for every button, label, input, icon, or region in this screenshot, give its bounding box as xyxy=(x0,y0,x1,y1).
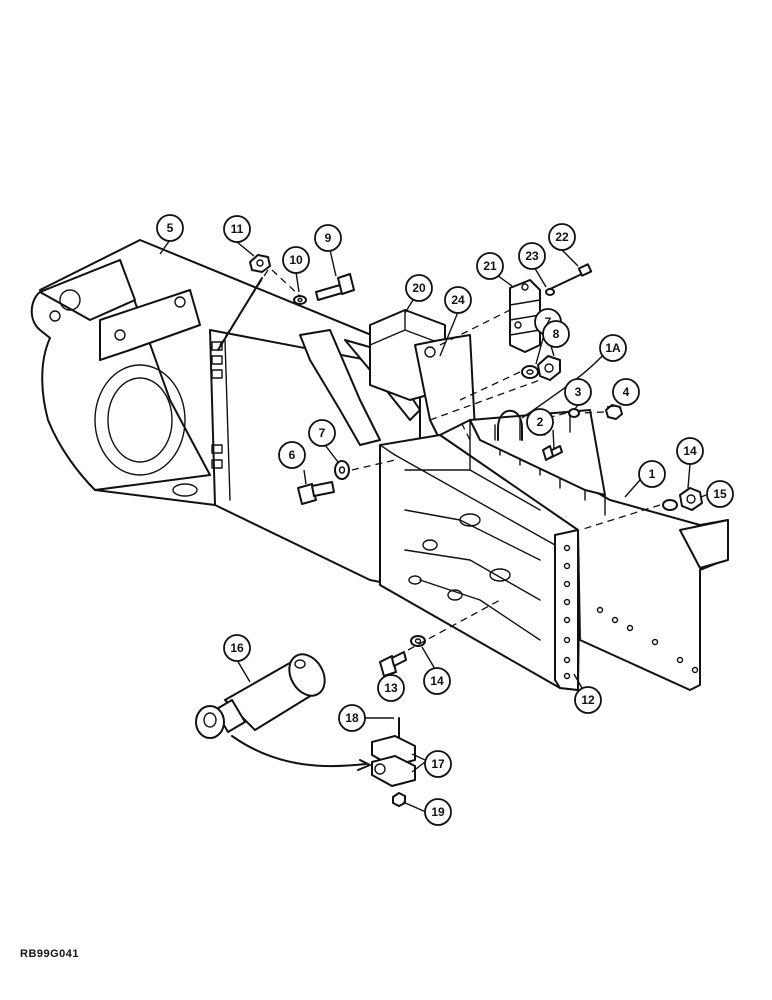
callout-10: 10 xyxy=(282,246,310,274)
callout-4: 4 xyxy=(612,378,640,406)
svg-text:15: 15 xyxy=(713,487,727,501)
svg-text:2: 2 xyxy=(537,415,544,429)
callout-7-mid: 7 xyxy=(308,419,336,447)
callout-16: 16 xyxy=(223,634,251,662)
svg-text:16: 16 xyxy=(230,641,244,655)
svg-text:13: 13 xyxy=(384,681,398,695)
callout-12: 12 xyxy=(574,686,602,714)
svg-text:22: 22 xyxy=(555,230,569,244)
callout-11: 11 xyxy=(223,215,251,243)
svg-text:20: 20 xyxy=(412,281,426,295)
svg-text:19: 19 xyxy=(431,805,445,819)
svg-text:14: 14 xyxy=(683,444,697,458)
callout-20: 20 xyxy=(405,274,433,302)
callout-22: 22 xyxy=(548,223,576,251)
valve-assembly xyxy=(509,279,541,353)
callout-24: 24 xyxy=(444,286,472,314)
callout-13: 13 xyxy=(377,674,405,702)
svg-text:5: 5 xyxy=(167,221,174,235)
svg-text:7: 7 xyxy=(319,426,326,440)
callout-6: 6 xyxy=(278,441,306,469)
svg-text:10: 10 xyxy=(289,253,303,267)
svg-text:24: 24 xyxy=(451,293,465,307)
callout-1a: 1A xyxy=(599,334,627,362)
callout-18: 18 xyxy=(338,704,366,732)
svg-text:6: 6 xyxy=(289,448,296,462)
callout-14-lower: 14 xyxy=(423,667,451,695)
callout-21: 21 xyxy=(476,252,504,280)
callout-3: 3 xyxy=(564,378,592,406)
callout-15: 15 xyxy=(706,480,734,508)
svg-text:11: 11 xyxy=(231,222,244,236)
callout-23: 23 xyxy=(518,242,546,270)
svg-text:7: 7 xyxy=(545,315,552,329)
hydraulic-cylinder xyxy=(195,653,371,771)
assembly-guide-lines xyxy=(217,269,661,651)
plate-assembly-12 xyxy=(379,434,581,691)
callout-2: 2 xyxy=(526,408,554,436)
callout-14-right: 14 xyxy=(676,437,704,465)
u-bolt xyxy=(497,409,523,441)
callout-5: 5 xyxy=(156,214,184,242)
rail-plate-1 xyxy=(439,409,729,691)
callout-1: 1 xyxy=(638,460,666,488)
svg-text:17: 17 xyxy=(431,757,445,771)
svg-text:3: 3 xyxy=(575,385,582,399)
svg-text:4: 4 xyxy=(623,385,630,399)
svg-text:1A: 1A xyxy=(605,341,621,355)
svg-text:12: 12 xyxy=(581,693,595,707)
clamp-assembly xyxy=(371,717,416,787)
main-frame-assembly xyxy=(30,239,421,591)
callout-17: 17 xyxy=(424,750,452,778)
callout-19: 19 xyxy=(424,798,452,826)
document-id: RB99G041 xyxy=(20,948,80,960)
svg-text:8: 8 xyxy=(553,327,560,341)
svg-text:23: 23 xyxy=(525,249,539,263)
svg-text:21: 21 xyxy=(483,259,497,273)
svg-text:9: 9 xyxy=(325,231,332,245)
svg-text:18: 18 xyxy=(345,711,359,725)
callout-9: 9 xyxy=(314,224,342,252)
svg-text:14: 14 xyxy=(430,674,444,688)
bolt-22 xyxy=(545,263,593,296)
callout-8: 8 xyxy=(542,320,570,348)
svg-text:1: 1 xyxy=(649,467,656,481)
hardware xyxy=(249,254,703,807)
